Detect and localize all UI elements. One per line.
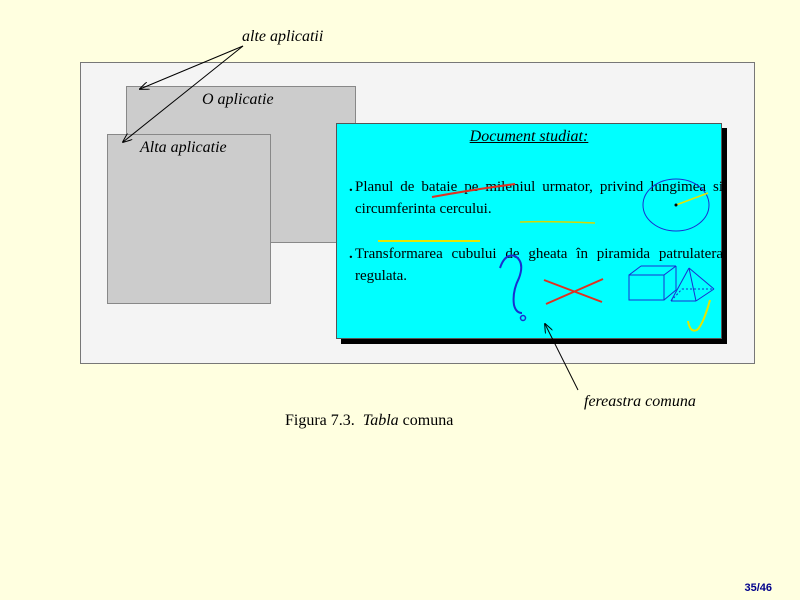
label-alte-aplicatii: alte aplicatii xyxy=(242,28,324,45)
bullet-marker: . xyxy=(349,246,353,262)
bullet-2-text: Transformarea cubului de gheata în piram… xyxy=(355,246,723,284)
figure-caption: Figura 7.3. Tabla comuna xyxy=(285,412,453,430)
bullet-marker: . xyxy=(349,179,353,195)
app-window-alta-aplicatie[interactable]: Alta aplicatie xyxy=(107,134,271,304)
shared-document-window[interactable]: Document studiat: . Planul de bataie pe … xyxy=(336,123,723,339)
document-bullet-1: . Planul de bataie pe mileniul urmator, … xyxy=(349,176,723,220)
caption-figure-number: Figura 7.3. xyxy=(285,412,355,429)
page-number: 35/46 xyxy=(744,582,772,594)
caption-rest: comuna xyxy=(402,412,454,429)
app-title-alta-aplicatie: Alta aplicatie xyxy=(140,139,227,156)
document-title: Document studiat: xyxy=(469,128,589,145)
bullet-1-text: Planul de bataie pe mileniul urmator, pr… xyxy=(355,179,723,217)
app-title-o-aplicatie: O aplicatie xyxy=(202,91,274,108)
document-bullet-2: . Transformarea cubului de gheata în pir… xyxy=(349,243,723,287)
label-fereastra-comuna: fereastra comuna xyxy=(584,393,696,410)
caption-italic-word: Tabla xyxy=(362,412,399,429)
